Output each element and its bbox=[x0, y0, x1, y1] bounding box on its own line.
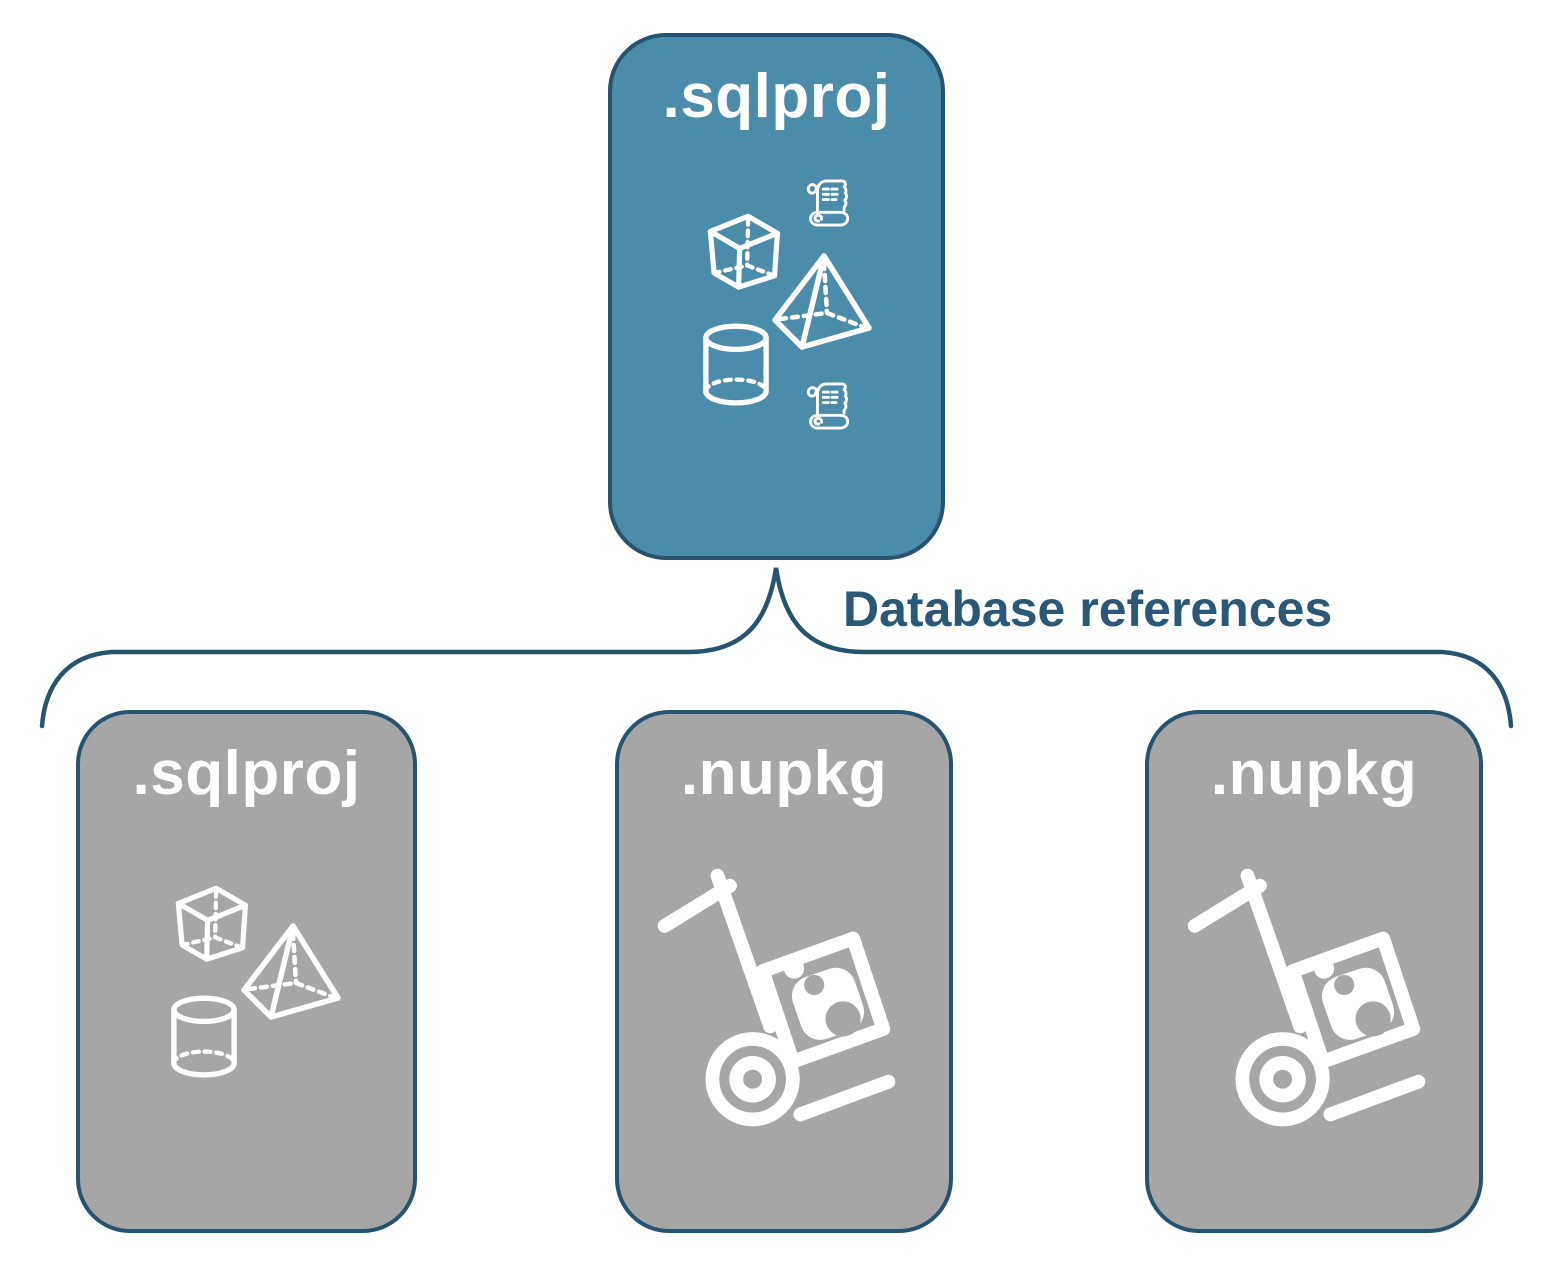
script-scroll-icon bbox=[806, 179, 850, 227]
nuget-package-dolly-icon bbox=[1187, 868, 1426, 1127]
child-node-title: .nupkg bbox=[1210, 739, 1418, 808]
database-cylinder-icon bbox=[703, 323, 769, 406]
child-node-title: .sqlproj bbox=[132, 739, 361, 808]
pyramid-icon bbox=[241, 923, 341, 1020]
child-node-nupkg: .nupkg bbox=[615, 710, 953, 1233]
root-node-sqlproj: .sqlproj bbox=[608, 33, 945, 560]
child-node-nupkg: .nupkg bbox=[1145, 710, 1483, 1233]
script-scroll-icon bbox=[806, 382, 850, 430]
connector-label: Database references bbox=[843, 581, 1333, 637]
cube-icon bbox=[707, 213, 780, 290]
database-cylinder-icon bbox=[171, 995, 237, 1078]
nuget-package-dolly-icon bbox=[657, 868, 896, 1127]
pyramid-icon bbox=[772, 253, 872, 350]
child-node-sqlproj: .sqlproj bbox=[76, 710, 417, 1233]
root-node-title: .sqlproj bbox=[662, 62, 891, 131]
child-node-title: .nupkg bbox=[680, 739, 888, 808]
cube-icon bbox=[175, 885, 248, 962]
